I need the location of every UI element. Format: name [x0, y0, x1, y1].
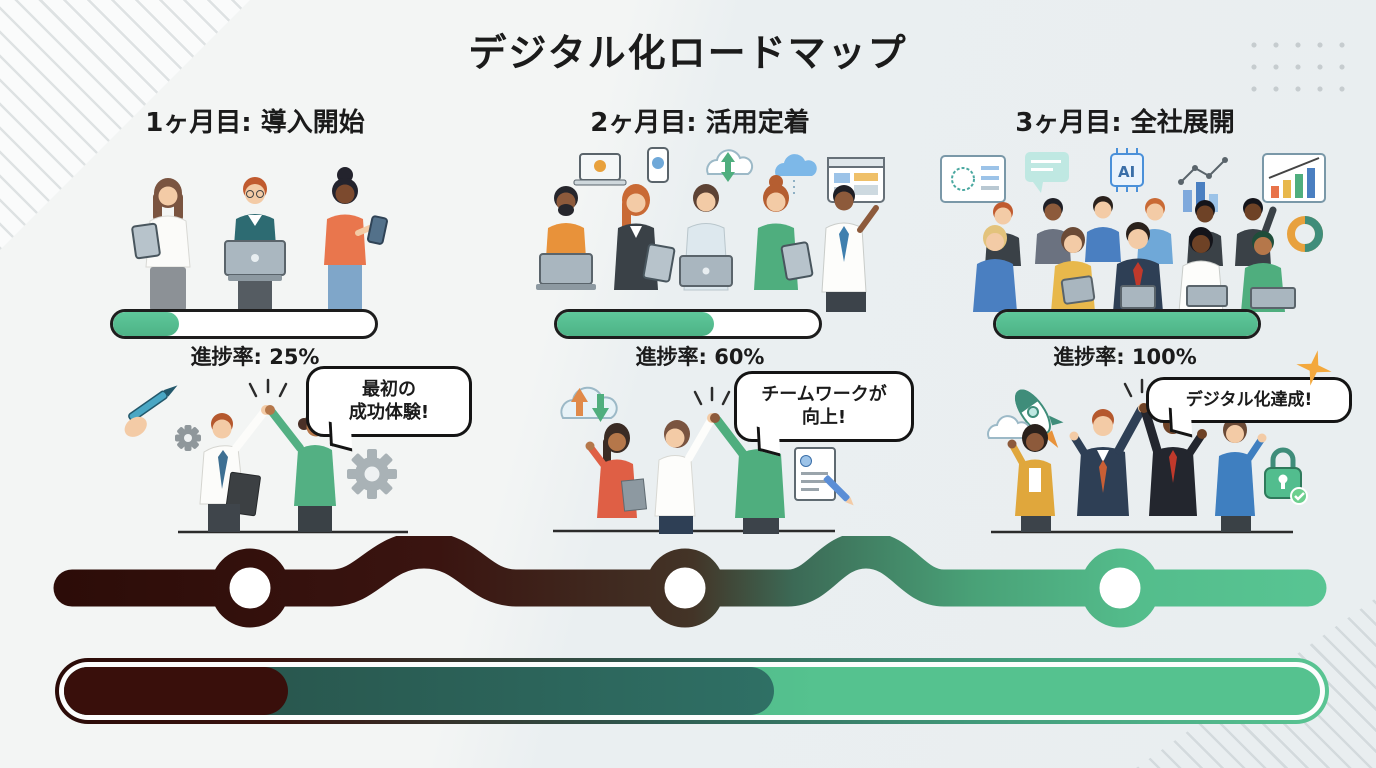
milestone-node-3 [1080, 548, 1160, 628]
person-woman-blazer-tablet [614, 184, 676, 290]
folder-icon [620, 478, 648, 512]
bubble-text: 成功体験! [348, 402, 430, 424]
roadmap-timeline [0, 531, 1376, 646]
donut-chart-icon [1287, 216, 1323, 252]
progress-bar-month1 [110, 309, 378, 339]
milestone-2-heading: 2ヶ月目: 活用定着 [590, 108, 810, 138]
ai-chip-icon: AI [1110, 148, 1144, 192]
laptop-icon [573, 153, 627, 186]
overall-progress-track [64, 667, 1320, 715]
person-woman-green-tablet [754, 175, 814, 290]
person-man-navy [1069, 403, 1148, 516]
gear-icon-small [175, 425, 201, 451]
bubble-text: 向上! [801, 407, 847, 429]
crowd-back-row [985, 196, 1277, 266]
person-man-laptop [224, 177, 286, 311]
person-man-dark-suit [1139, 403, 1207, 516]
bar-chart-icon [1183, 182, 1218, 212]
team-illustration-month1 [100, 163, 410, 311]
overall-progress-segment-dark [64, 667, 288, 715]
team-illustration-month3: AI [933, 146, 1333, 313]
progress-bar-month2 [554, 309, 822, 339]
roadmap-path [53, 531, 1327, 607]
person-woman-yellow [1007, 424, 1055, 532]
overall-progress-track-frame [59, 662, 1325, 720]
phone-device [367, 215, 388, 245]
browser-ai-icon [940, 155, 1006, 203]
milestone-1-heading: 1ヶ月目: 導入開始 [145, 108, 365, 138]
person-man-beard-laptop [536, 186, 596, 290]
spark-lines [248, 378, 288, 398]
tablet-device [131, 222, 161, 260]
progress-label-month2: 進捗率: 60% [635, 345, 765, 369]
cloud-sync-icon [560, 386, 618, 422]
milestone-node-2 [645, 548, 725, 628]
speech-bubble-month3: デジタル化達成! [1146, 377, 1352, 424]
celebration-illustration-month3 [973, 372, 1308, 540]
cloud-icon [775, 154, 817, 194]
progress-fill-month1 [113, 312, 179, 336]
rocket-icon [987, 389, 1064, 449]
glasses-icon [246, 190, 254, 198]
gear-icon-large [347, 449, 397, 499]
person-woman-blue [1215, 417, 1267, 532]
person-man-highfive [199, 405, 271, 532]
person-man-pointing [821, 185, 879, 312]
bubble-text: チームワークが [761, 384, 887, 405]
person-woman-red [585, 423, 648, 518]
document-pencil-icon [794, 447, 854, 506]
dot-grid-pattern-top-right [1243, 34, 1355, 106]
speech-bubble-month2: チームワークが 向上! [734, 371, 914, 442]
bubble-text: デジタル化達成! [1185, 390, 1313, 410]
person-woman-phone [324, 167, 388, 311]
celebration-illustration-month1 [108, 372, 408, 540]
spark-lines [693, 386, 731, 406]
lock-check-icon [1264, 447, 1308, 505]
phone-icon [647, 147, 669, 183]
person-woman-tablet [131, 178, 191, 311]
person-woman-bob-laptop [679, 184, 733, 291]
speech-bubble-month1: 最初の 成功体験! [306, 366, 472, 437]
milestone-3-heading: 3ヶ月目: 全社展開 [1015, 108, 1235, 138]
progress-fill-month2 [557, 312, 715, 336]
person-woman-white [654, 413, 717, 534]
overall-progress-bar [55, 658, 1329, 724]
milestone-node-1 [210, 548, 290, 628]
team-illustration-month2 [528, 146, 892, 312]
progress-bar-month3 [993, 309, 1261, 339]
cloud-sync-icon [706, 149, 754, 182]
progress-label-month3: 進捗率: 100% [1053, 345, 1197, 369]
page-title: デジタル化ロードマップ [468, 31, 908, 75]
bubble-text: 最初の [362, 379, 416, 400]
progress-label-month1: 進捗率: 25% [190, 345, 320, 369]
hand-pen-icon [124, 385, 178, 437]
progress-fill-month3 [996, 312, 1258, 336]
svg-text:AI: AI [1118, 163, 1135, 181]
crowd-front-row [973, 222, 1296, 313]
speech-bubble-icon [1025, 152, 1069, 193]
growth-chart-icon [1262, 153, 1326, 203]
line-chart-icon [1178, 157, 1228, 185]
